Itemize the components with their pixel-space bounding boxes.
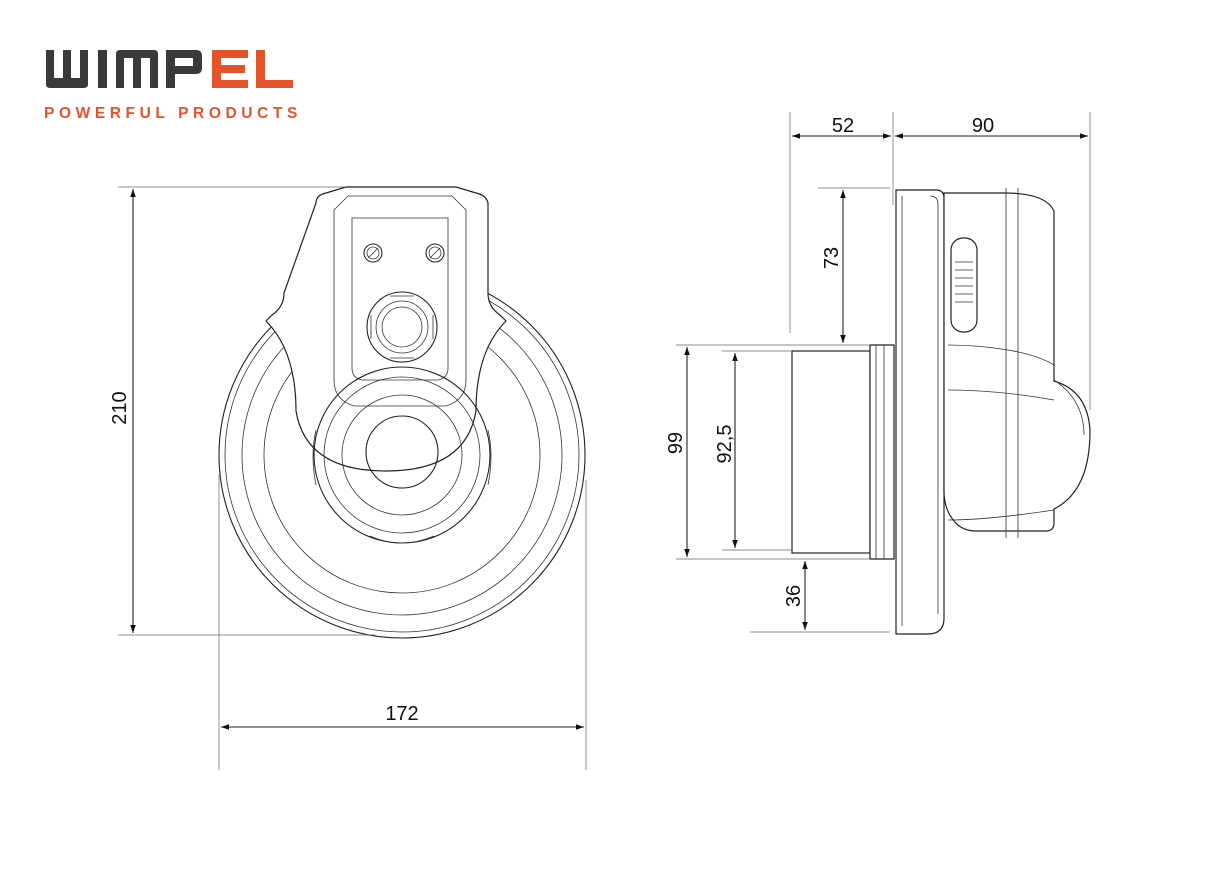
dim-label-73: 73 [821, 247, 843, 269]
logo-letter-e [212, 50, 248, 88]
front-screw-right [425, 243, 445, 263]
dim-73: 73 [818, 187, 890, 343]
front-screw-left [363, 243, 383, 263]
side-view [791, 188, 1091, 635]
dim-label-99: 99 [665, 432, 687, 454]
logo-tagline: POWERFUL PRODUCTS [44, 105, 302, 122]
side-spigot [791, 344, 895, 560]
logo-letter-l [256, 50, 293, 88]
dim-99: 99 [665, 344, 870, 560]
dim-36: 36 [750, 561, 890, 633]
dim-172: 172 [218, 475, 587, 770]
side-latch [950, 237, 978, 333]
dim-92-5: 92,5 [714, 350, 792, 551]
logo-letter-p [166, 50, 202, 88]
front-socket [312, 366, 492, 544]
front-vent [366, 291, 438, 363]
dim-210: 210 [109, 186, 375, 636]
logo-letter-i [98, 50, 107, 88]
dim-label-52: 52 [832, 115, 854, 137]
dim-label-36: 36 [783, 585, 805, 607]
side-housing [943, 192, 1091, 532]
dim-label-92-5: 92,5 [714, 425, 736, 464]
side-wall-plate [895, 189, 945, 635]
dim-label-172: 172 [385, 703, 418, 725]
front-bracket [265, 186, 507, 472]
dim-label-210: 210 [109, 391, 131, 424]
logo-letter-m [116, 50, 158, 88]
front-view [218, 186, 586, 639]
dim-52: 52 [789, 112, 894, 333]
dim-label-90: 90 [972, 115, 994, 137]
logo-letter-w [46, 50, 88, 88]
wimpel-logo: POWERFUL PRODUCTS [44, 50, 302, 122]
dim-90: 90 [895, 112, 1091, 410]
